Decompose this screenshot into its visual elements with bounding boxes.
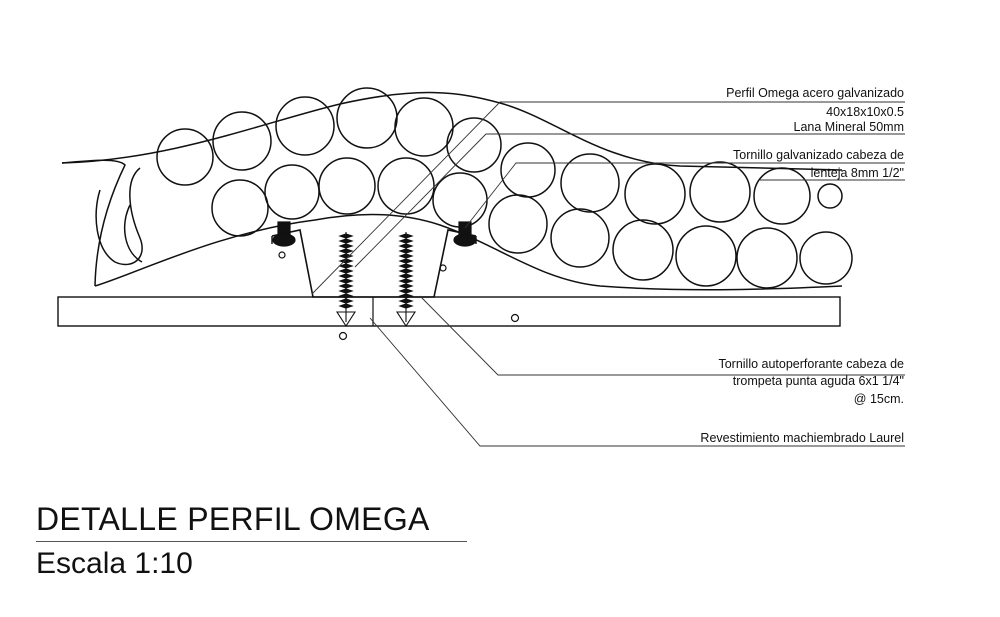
wool-fibre-circle bbox=[377, 157, 435, 215]
wool-fibre-circle bbox=[500, 142, 556, 198]
wool-fibre-circle bbox=[488, 194, 548, 254]
cladding-marker-dot bbox=[510, 313, 520, 323]
callout-omega-line-2: 40x18x10x0.5 bbox=[826, 105, 904, 119]
callout-sds-line-2: trompeta punta aguda 6x1 1/4" bbox=[733, 374, 904, 388]
cladding-board bbox=[57, 296, 841, 327]
callout-sds-line-1: Tornillo autoperforante cabeza de bbox=[718, 357, 904, 371]
wool-fibre-circle bbox=[336, 87, 398, 149]
callout-lens-line-2: lenteja 8mm 1/2" bbox=[811, 166, 904, 180]
wool-fibre-circle bbox=[817, 183, 843, 209]
callout-lens-head-screw: Tornillo galvanizado cabeza de lenteja 8… bbox=[733, 148, 904, 180]
callout-omega-line-1: Perfil Omega acero galvanizado bbox=[726, 86, 904, 100]
wool-fibre-circle bbox=[318, 157, 376, 215]
callout-omega-profile: Perfil Omega acero galvanizado 40x18x10x… bbox=[726, 86, 904, 119]
leader-mineral-wool bbox=[354, 133, 905, 268]
callout-lens-line-1: Tornillo galvanizado cabeza de bbox=[733, 148, 904, 162]
callout-sds-line-3: @ 15cm. bbox=[854, 392, 904, 406]
wool-fibre-circle bbox=[624, 163, 686, 225]
callout-self-drilling-screw: Tornillo autoperforante cabeza de trompe… bbox=[718, 357, 904, 406]
callout-mineral-wool: Lana Mineral 50mm bbox=[794, 120, 904, 134]
lens-head-screw-left bbox=[272, 221, 296, 259]
wool-fibre-circle bbox=[550, 208, 610, 268]
wool-fibre-circle bbox=[689, 161, 751, 223]
wool-fibre-circle bbox=[264, 164, 320, 220]
wool-fibre-circle bbox=[736, 227, 798, 289]
leader-lines bbox=[311, 101, 905, 447]
wool-fibre-circle bbox=[275, 96, 335, 156]
wool-fibre-circle bbox=[211, 179, 269, 237]
wool-fibre-circle bbox=[675, 225, 737, 287]
callout-cladding: Revestimiento machiembrado Laurel bbox=[700, 431, 904, 445]
wool-fibre-circle bbox=[432, 172, 488, 228]
leader-cladding bbox=[369, 317, 905, 447]
mineral-wool-outline bbox=[61, 91, 843, 291]
mineral-wool-fibres bbox=[156, 87, 853, 289]
wool-fibre-circle bbox=[156, 128, 214, 186]
wool-fibre-circle bbox=[612, 219, 674, 281]
callout-wool-line-1: Lana Mineral 50mm bbox=[794, 120, 904, 134]
wool-fibre-circle bbox=[212, 111, 272, 171]
wool-fibre-circle bbox=[753, 167, 811, 225]
callout-cladding-line-1: Revestimiento machiembrado Laurel bbox=[700, 431, 904, 445]
leader-lens-head-screw bbox=[464, 162, 905, 229]
drawing-title: DETALLE PERFIL OMEGA bbox=[36, 501, 430, 537]
title-underline bbox=[36, 541, 467, 542]
leader-omega-profile bbox=[311, 101, 905, 295]
omega-profile bbox=[271, 229, 477, 298]
cladding-marker-dot-lower bbox=[338, 331, 348, 341]
wool-fibre-circle bbox=[799, 231, 853, 285]
leader-self-drilling-screw bbox=[419, 295, 905, 376]
wool-fibre-circle bbox=[394, 97, 454, 157]
self-drilling-screw-right bbox=[395, 232, 417, 328]
mineral-wool-end-rolls bbox=[95, 167, 143, 266]
mineral-wool-left-fold bbox=[61, 159, 126, 287]
title-block: DETALLE PERFIL OMEGA Escala 1:10 bbox=[36, 500, 467, 582]
wool-fibre-circle bbox=[560, 153, 620, 213]
self-drilling-screw-left bbox=[335, 232, 357, 328]
lens-head-screw-right bbox=[439, 221, 477, 272]
drawing-scale: Escala 1:10 bbox=[36, 547, 193, 580]
wool-fibre-circle bbox=[446, 117, 502, 173]
